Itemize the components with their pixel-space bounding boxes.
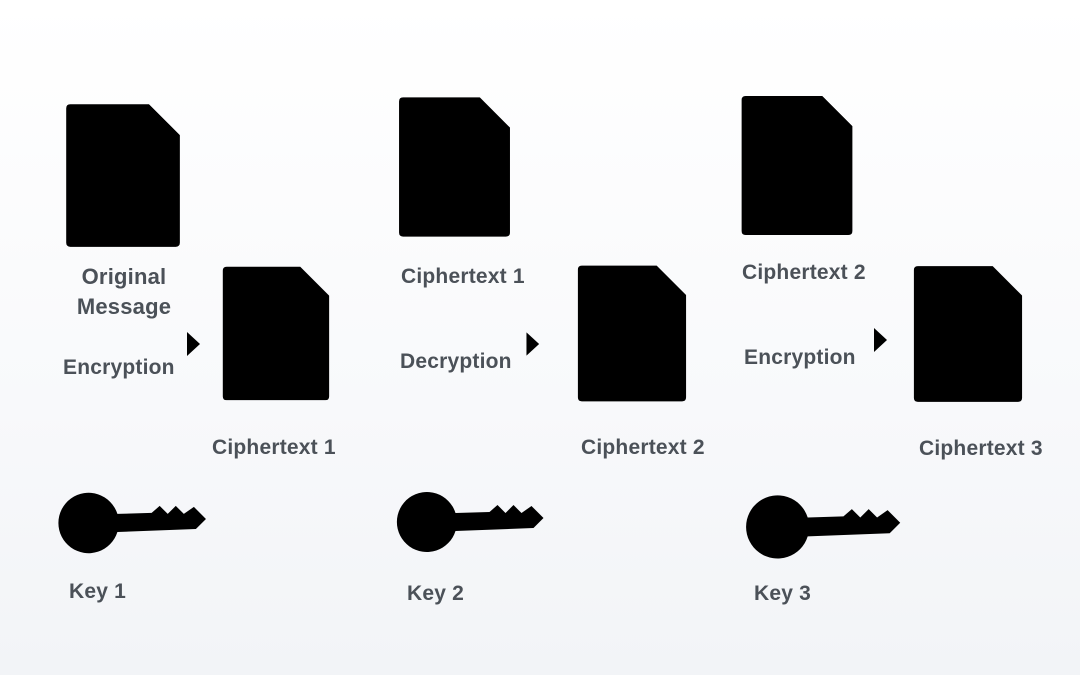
operation-label-encryption: Encryption — [63, 356, 175, 379]
key-icon-2 — [393, 484, 549, 562]
document-icon-ciphertext-3 — [908, 260, 1026, 407]
key-1-label: Key 1 — [69, 580, 127, 603]
original-message-label: Original Message — [76, 264, 172, 319]
ciphertext-2-label: Ciphertext 2 — [581, 436, 705, 459]
ciphertext-1-input-label: Ciphertext 1 — [401, 265, 525, 288]
arrow-right-icon — [55, 329, 205, 359]
document-icon-ciphertext-1-input — [393, 93, 514, 240]
operation-label-decryption: Decryption — [400, 350, 512, 373]
document-icon-ciphertext-2-input — [735, 92, 857, 238]
key-3-label: Key 3 — [754, 582, 812, 605]
document-icon-ciphertext-1 — [217, 260, 333, 406]
key-2-label: Key 2 — [407, 582, 465, 605]
key-icon-1 — [55, 484, 211, 564]
document-icon-original-message — [60, 100, 184, 250]
ciphertext-1-label: Ciphertext 1 — [212, 436, 336, 459]
ciphertext-2-input-label: Ciphertext 2 — [742, 261, 866, 284]
operation-label-encryption-2: Encryption — [744, 346, 856, 369]
ciphertext-3-label: Ciphertext 3 — [919, 437, 1043, 460]
document-icon-ciphertext-2 — [572, 260, 690, 406]
key-icon-3 — [742, 487, 906, 569]
